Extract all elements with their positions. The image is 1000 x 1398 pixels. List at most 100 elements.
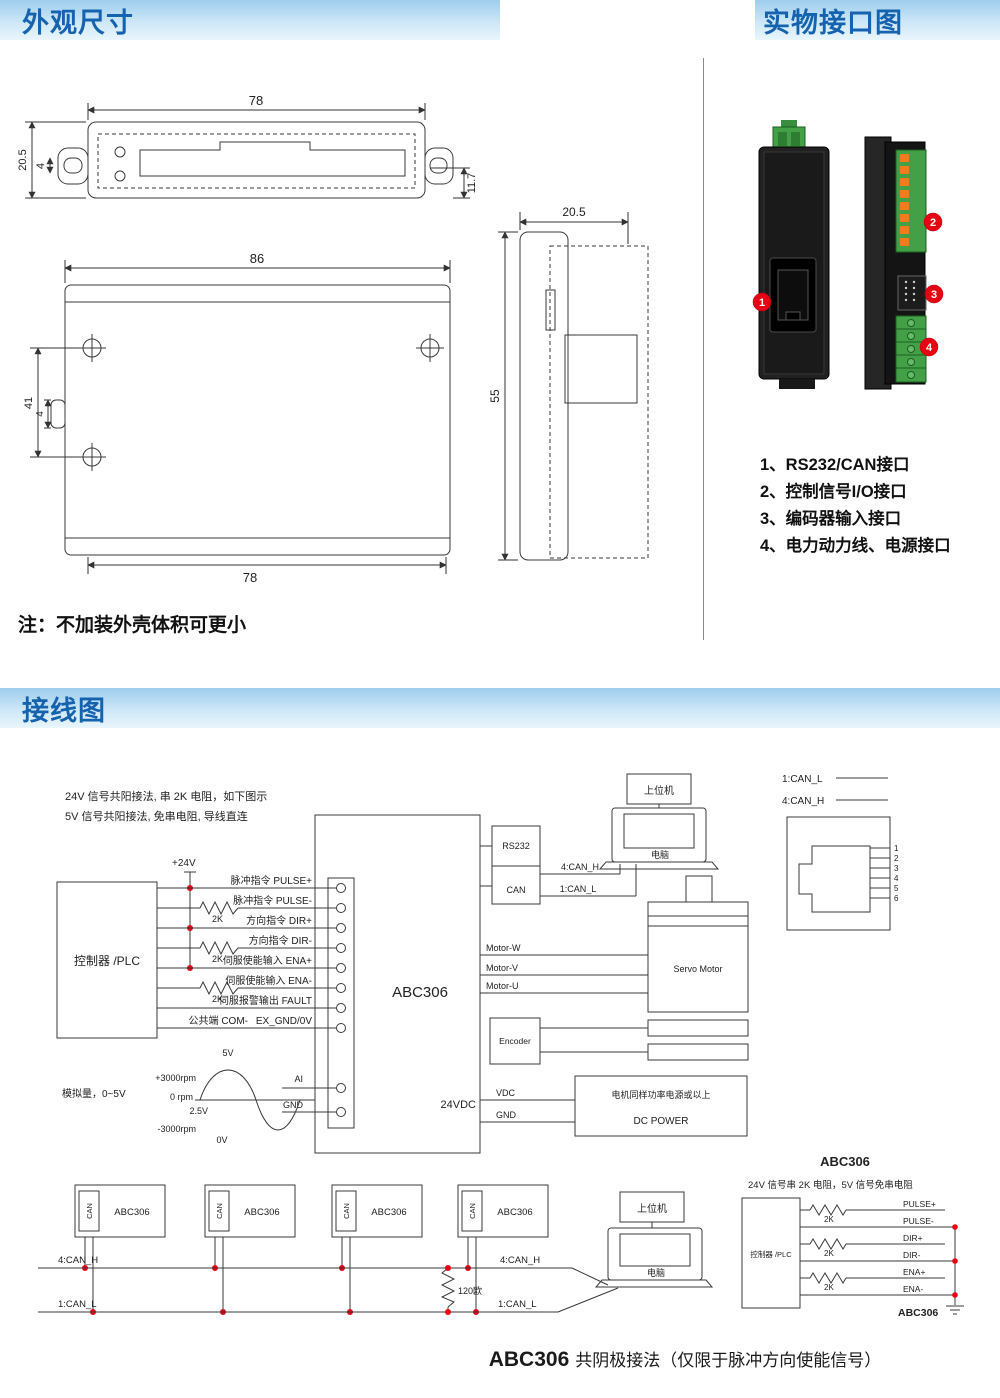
- v25-label: 2.5V: [189, 1106, 208, 1116]
- detail-plc-box: [741, 1197, 801, 1309]
- mounting-hole: [416, 334, 444, 362]
- chain-unit: CAN ABC306: [74, 1184, 166, 1315]
- bus-can-l-left: 1:CAN_L: [58, 1299, 97, 1310]
- rpm-neg-label: -3000rpm: [157, 1124, 196, 1134]
- detail-pulse-minus: PULSE-: [903, 1216, 934, 1226]
- section-divider: [703, 58, 704, 640]
- host-box: [626, 773, 692, 805]
- signal-ena-plus: 伺服使能输入 ENA+: [223, 954, 312, 967]
- chain-host-box: [619, 1191, 685, 1223]
- servo-motor-icon: Servo Motor: [647, 875, 749, 1061]
- plc-label: 控制器 /PLC: [74, 954, 140, 968]
- product-photo-side: 2 3 4: [864, 136, 944, 390]
- callout-4-label: 4: [926, 342, 933, 354]
- pc-label: 电脑: [651, 849, 669, 860]
- callout-1-label: 1: [759, 297, 765, 309]
- dim-front-width: 86: [250, 251, 264, 266]
- plc-box: [56, 881, 158, 1039]
- dc-power-label: DC POWER: [634, 1116, 689, 1127]
- v24-label: +24V: [172, 858, 196, 869]
- ai-label: AI: [294, 1074, 303, 1084]
- dc-power-box: [574, 1075, 748, 1137]
- rpm-zero-label: 0 rpm: [170, 1092, 193, 1102]
- front-view-drawing: 86 41 4 78: [23, 251, 451, 585]
- can-label: CAN: [506, 885, 525, 895]
- legend-item-rs232: 1、RS232/CAN接口: [760, 456, 910, 474]
- section-title-dimensions: 外观尺寸: [0, 0, 500, 40]
- resistor-2k-label: 2K: [212, 994, 223, 1004]
- callout-3-label: 3: [931, 289, 937, 301]
- laptop-icon: 电脑: [598, 807, 720, 870]
- chain-device-label: ABC306: [371, 1207, 406, 1218]
- wiring-diagram: 24V 信号共阳接法, 串 2K 电阻，如下图示 5V 信号共阳接法, 免串电阻…: [56, 773, 899, 1154]
- vdc24-label: 24VDC: [441, 1099, 477, 1111]
- drive-label: ABC306: [392, 984, 448, 1001]
- detail-dir-minus: DIR-: [903, 1250, 921, 1260]
- bus-can-l-right: 1:CAN_L: [498, 1299, 537, 1310]
- chain-can-label: CAN: [468, 1203, 477, 1219]
- encoder-label: Encoder: [499, 1036, 531, 1046]
- bus-can-h-right: 4:CAN_H: [500, 1255, 540, 1266]
- enclosure-note: 注：不加装外壳体积可更小: [18, 615, 247, 636]
- detail-ena-minus: ENA-: [903, 1284, 923, 1294]
- chain-can-label: CAN: [85, 1203, 94, 1219]
- signal-pulse-plus: 脉冲指令 PULSE+: [231, 874, 313, 887]
- callout-1: [752, 292, 772, 312]
- legend-item-io: 2、控制信号I/O接口: [760, 483, 907, 501]
- can-l-label: 1:CAN_L: [560, 884, 597, 894]
- pin-1: 1: [894, 844, 899, 853]
- caption-text: 共阴极接法（仅限于脉冲方向使能信号）: [575, 1351, 882, 1370]
- detail-ena-plus: ENA+: [903, 1267, 925, 1277]
- callout-2: [923, 212, 943, 232]
- signal-pulse-minus: 脉冲指令 PULSE-: [233, 894, 312, 907]
- detail-device-label: ABC306: [898, 1307, 938, 1319]
- dim-front-bottom: 78: [243, 570, 257, 585]
- drive-box: [314, 814, 481, 1154]
- signal-dir-minus: 方向指令 DIR-: [249, 934, 312, 947]
- detail-dir-plus: DIR+: [903, 1233, 923, 1243]
- bus-can-h-left: 4:CAN_H: [58, 1255, 98, 1266]
- wiring-note-24v: 24V 信号共阳接法, 串 2K 电阻，如下图示: [65, 789, 267, 803]
- rj45-pinout: 1:CAN_L 4:CAN_H 1 2 3 4 5 6: [782, 774, 899, 931]
- chain-unit: CAN ABC306: [331, 1184, 423, 1315]
- motor-v-label: Motor-V: [486, 963, 518, 973]
- chain-can-label: CAN: [215, 1203, 224, 1219]
- callout-4: [919, 337, 939, 357]
- servo-motor-label: Servo Motor: [673, 964, 722, 974]
- detail-2k-label: 2K: [824, 1215, 834, 1224]
- rs232-can-box: [491, 825, 541, 905]
- dim-side-height: 55: [488, 389, 502, 403]
- chain-unit: CAN ABC306: [204, 1184, 296, 1315]
- power-note-label: 电机同样功率电源或以上: [611, 1089, 710, 1100]
- dim-hole-spacing: 41: [23, 397, 35, 409]
- signal-fault: 伺服报警输出 FAULT: [219, 994, 312, 1007]
- resistor-2k-label: 2K: [212, 954, 223, 964]
- common-cathode-detail: ABC306 24V 信号串 2K 电阻，5V 信号免串电阻 控制器 /PLC …: [741, 1154, 964, 1319]
- callout-2-label: 2: [930, 217, 936, 229]
- terminator-label: 120欧: [458, 1285, 482, 1296]
- dim-slot2: 4: [35, 411, 46, 417]
- ground-icon: [946, 1305, 964, 1315]
- pin-2: 2: [894, 854, 899, 863]
- host-label: 上位机: [644, 784, 674, 797]
- rs232-label: RS232: [502, 841, 530, 851]
- chain-host-label: 上位机: [637, 1202, 667, 1215]
- wiring-note-5v: 5V 信号共阳接法, 免串电阻, 导线直连: [65, 809, 248, 823]
- rj45-can-l-label: 1:CAN_L: [782, 774, 823, 785]
- mounting-hole: [78, 334, 106, 362]
- encoder-connector: [897, 275, 927, 311]
- dim-top-width: 78: [249, 93, 263, 108]
- chain-unit: CAN ABC306: [457, 1184, 549, 1315]
- top-view-drawing: 78 20.5 4 11.7: [17, 93, 478, 199]
- encoder-box: [489, 1017, 541, 1065]
- legend-item-power: 4、电力动力线、电源接口: [760, 537, 951, 555]
- rpm-pos-label: +3000rpm: [155, 1073, 196, 1083]
- detail-plc-label: 控制器 /PLC: [750, 1249, 792, 1259]
- can-h-label: 4:CAN_H: [561, 862, 599, 872]
- signal-dir-plus: 方向指令 DIR+: [246, 914, 312, 927]
- callout-3: [924, 284, 944, 304]
- signal-com: 公共端 COM-: [189, 1014, 248, 1027]
- detail-2k-label: 2K: [824, 1283, 834, 1292]
- pin-5: 5: [894, 884, 899, 893]
